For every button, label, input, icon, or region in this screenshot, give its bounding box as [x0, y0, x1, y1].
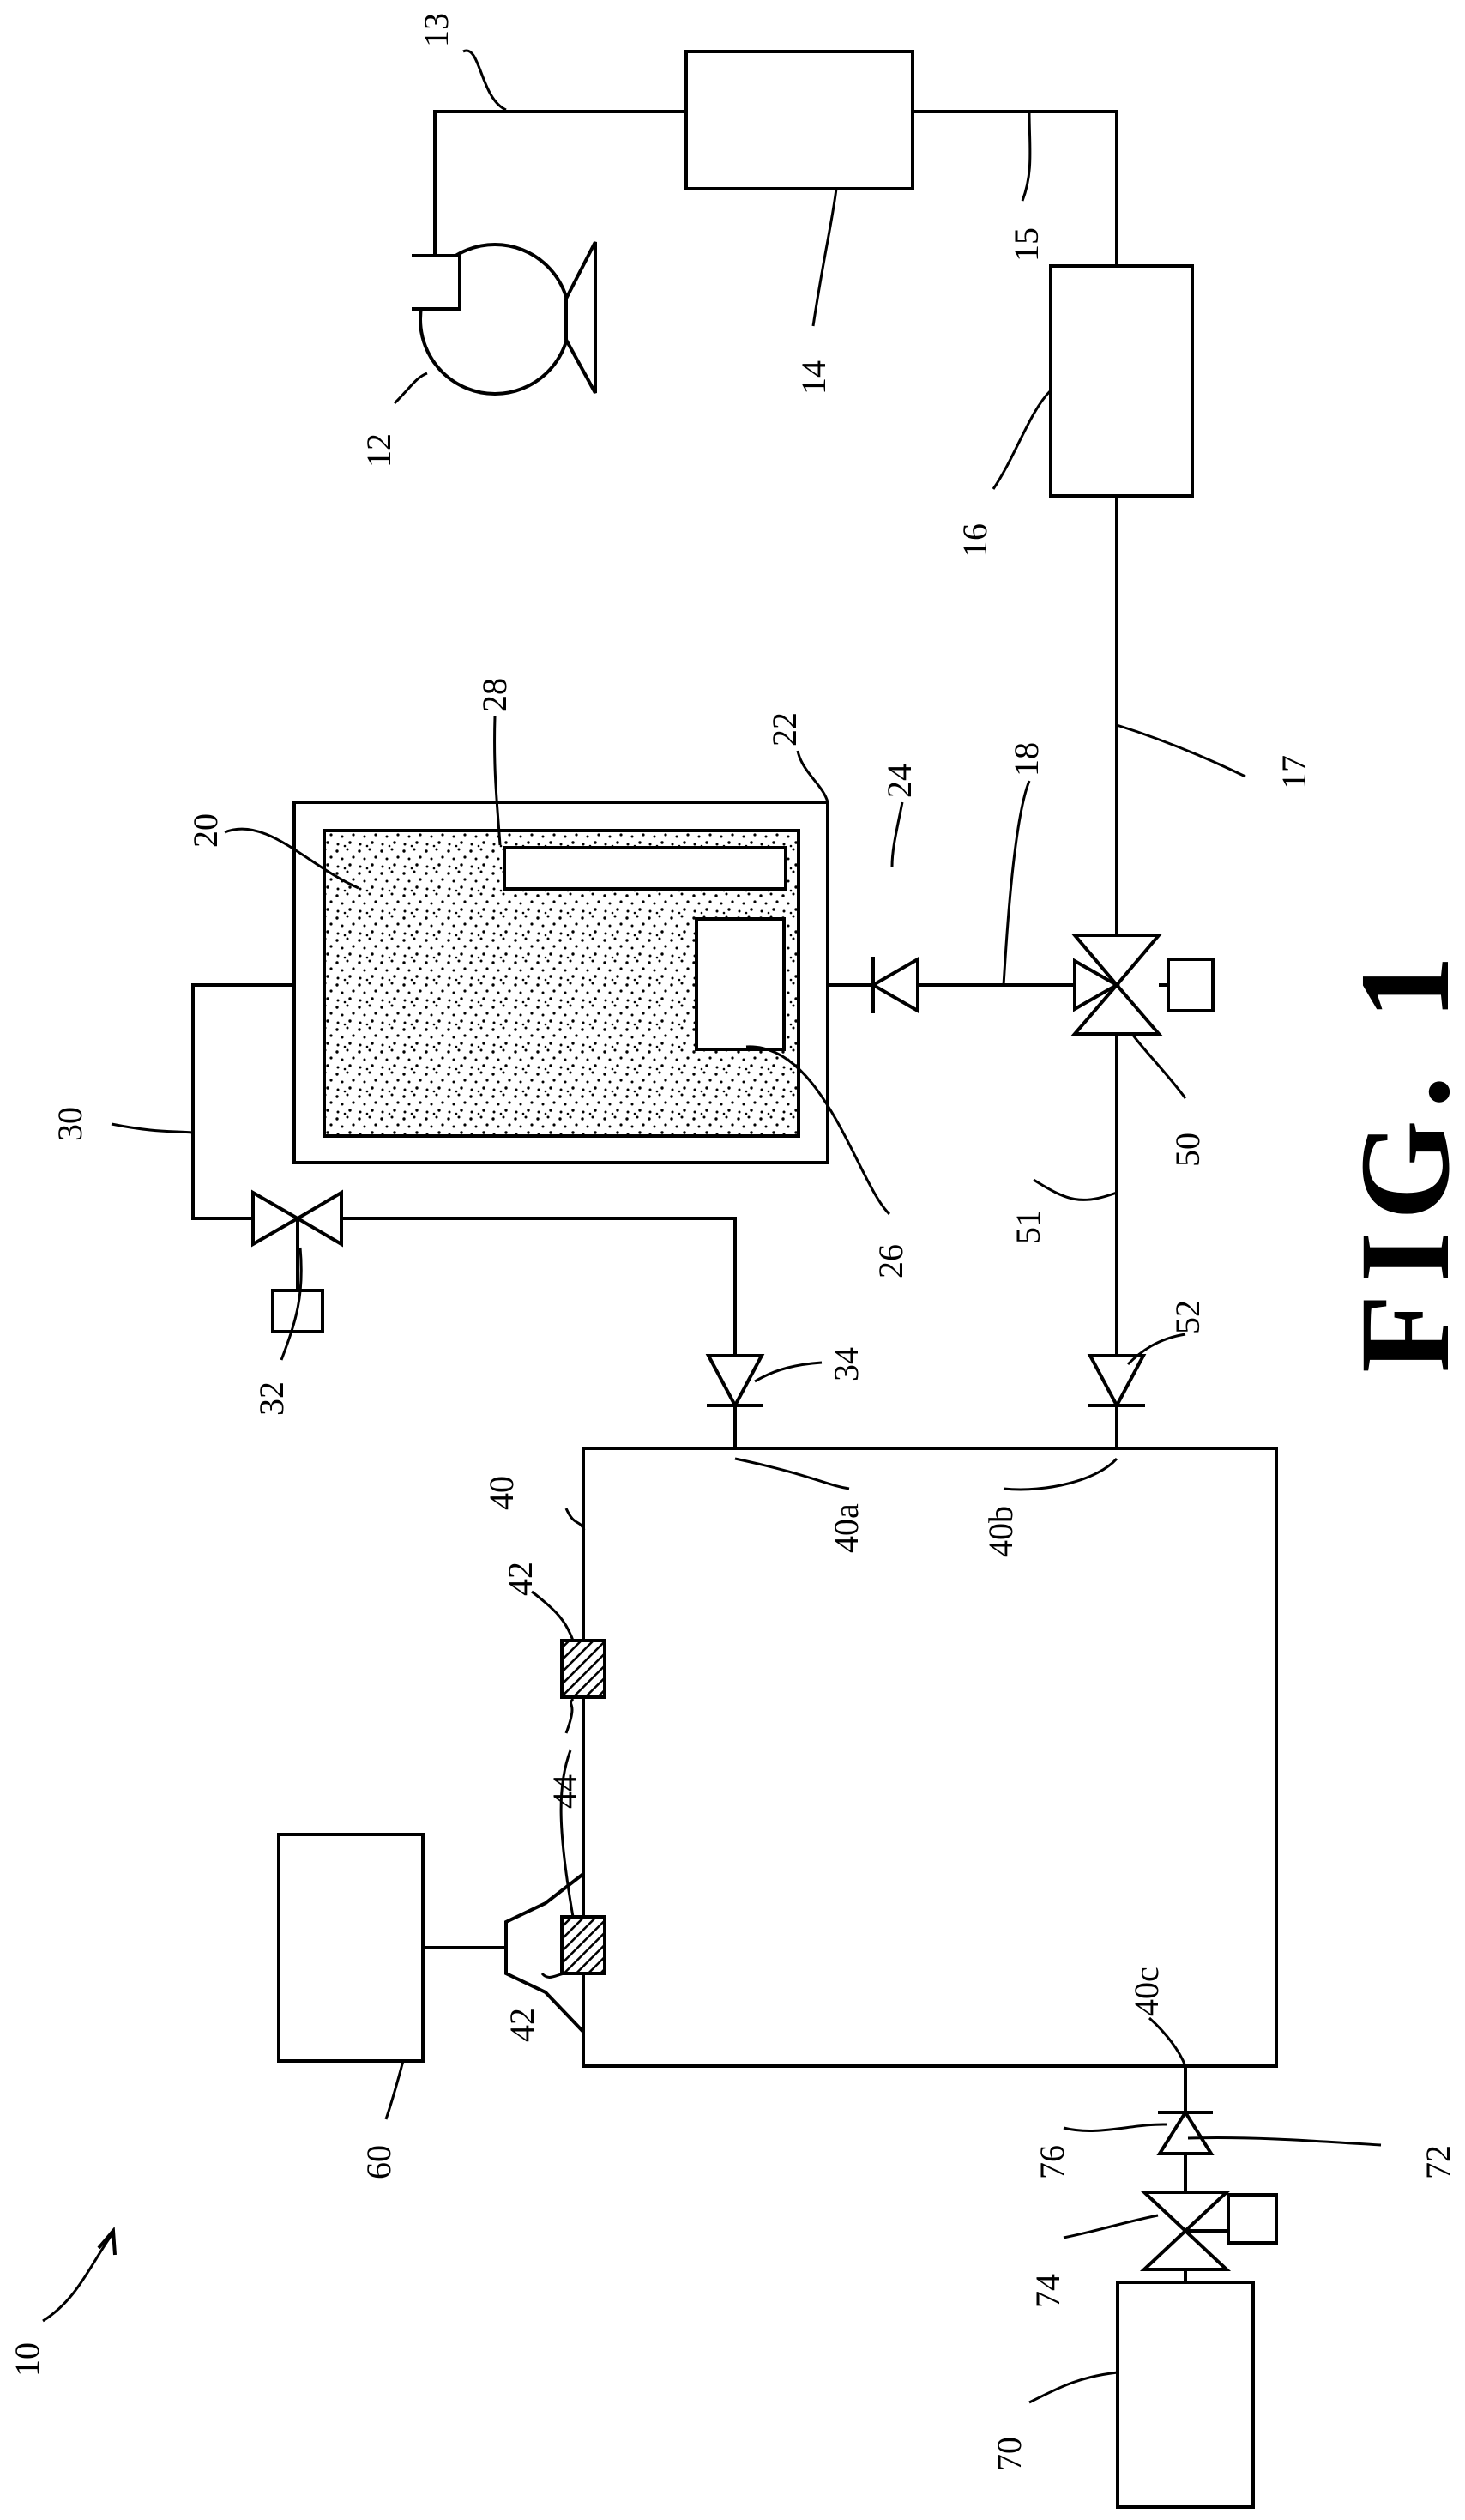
- label-20: 20: [186, 813, 225, 848]
- label-12: 12: [359, 433, 398, 468]
- label-52: 52: [1168, 1300, 1207, 1334]
- label-14: 14: [794, 360, 833, 395]
- label-42-lower: 42: [503, 2008, 541, 2042]
- actuator-50: [1168, 959, 1213, 1011]
- label-34: 34: [827, 1347, 865, 1381]
- label-26: 26: [871, 1244, 910, 1278]
- label-42-upper: 42: [501, 1562, 540, 1596]
- label-15: 15: [1007, 227, 1046, 262]
- label-40: 40: [482, 1476, 521, 1510]
- label-44: 44: [546, 1774, 584, 1809]
- pump-12: [412, 242, 595, 394]
- label-28: 28: [475, 678, 514, 712]
- label-24: 24: [880, 764, 919, 798]
- label-32: 32: [252, 1381, 291, 1416]
- three-way-valve-50: [1075, 935, 1213, 1034]
- canister-22: [294, 802, 828, 1163]
- label-70: 70: [990, 2437, 1028, 2471]
- label-22: 22: [765, 712, 804, 746]
- reference-labels: 13 12 14 15 16 17 18 24 22 28 20 26 50 5…: [8, 13, 1457, 2471]
- label-60: 60: [359, 2145, 398, 2179]
- figure-caption: FIG. 1: [1334, 943, 1465, 1373]
- label-10: 10: [8, 2342, 46, 2377]
- label-50: 50: [1168, 1133, 1207, 1167]
- actuator-74: [1228, 2195, 1276, 2243]
- label-40b: 40b: [981, 1506, 1020, 1557]
- check-valve-52: [1088, 1356, 1145, 1405]
- chamber-40: [583, 1448, 1276, 2066]
- label-17: 17: [1275, 755, 1313, 789]
- pipe-30: [193, 985, 294, 1218]
- pipe-13: [435, 112, 686, 257]
- label-40a: 40a: [827, 1503, 865, 1553]
- valve-74: [1144, 2192, 1276, 2269]
- box-16: [1051, 266, 1192, 496]
- element-28: [504, 848, 786, 889]
- element-26: [696, 919, 784, 1049]
- box-70: [1118, 2282, 1253, 2507]
- label-13: 13: [417, 13, 455, 47]
- label-76: 76: [1033, 2145, 1071, 2179]
- label-30: 30: [51, 1107, 89, 1141]
- port-42-upper: [562, 1641, 605, 1697]
- label-16: 16: [956, 523, 994, 558]
- label-72: 72: [1419, 2145, 1457, 2179]
- label-74: 74: [1028, 2274, 1067, 2308]
- check-valve-24: [873, 957, 918, 1013]
- label-40c: 40c: [1127, 1967, 1166, 2016]
- pipe-30b: [341, 1218, 735, 1356]
- label-18: 18: [1007, 742, 1046, 777]
- label-51: 51: [1009, 1210, 1047, 1244]
- box-14: [686, 51, 913, 189]
- box-60: [279, 1834, 423, 2061]
- port-42-lower: [562, 1917, 605, 1973]
